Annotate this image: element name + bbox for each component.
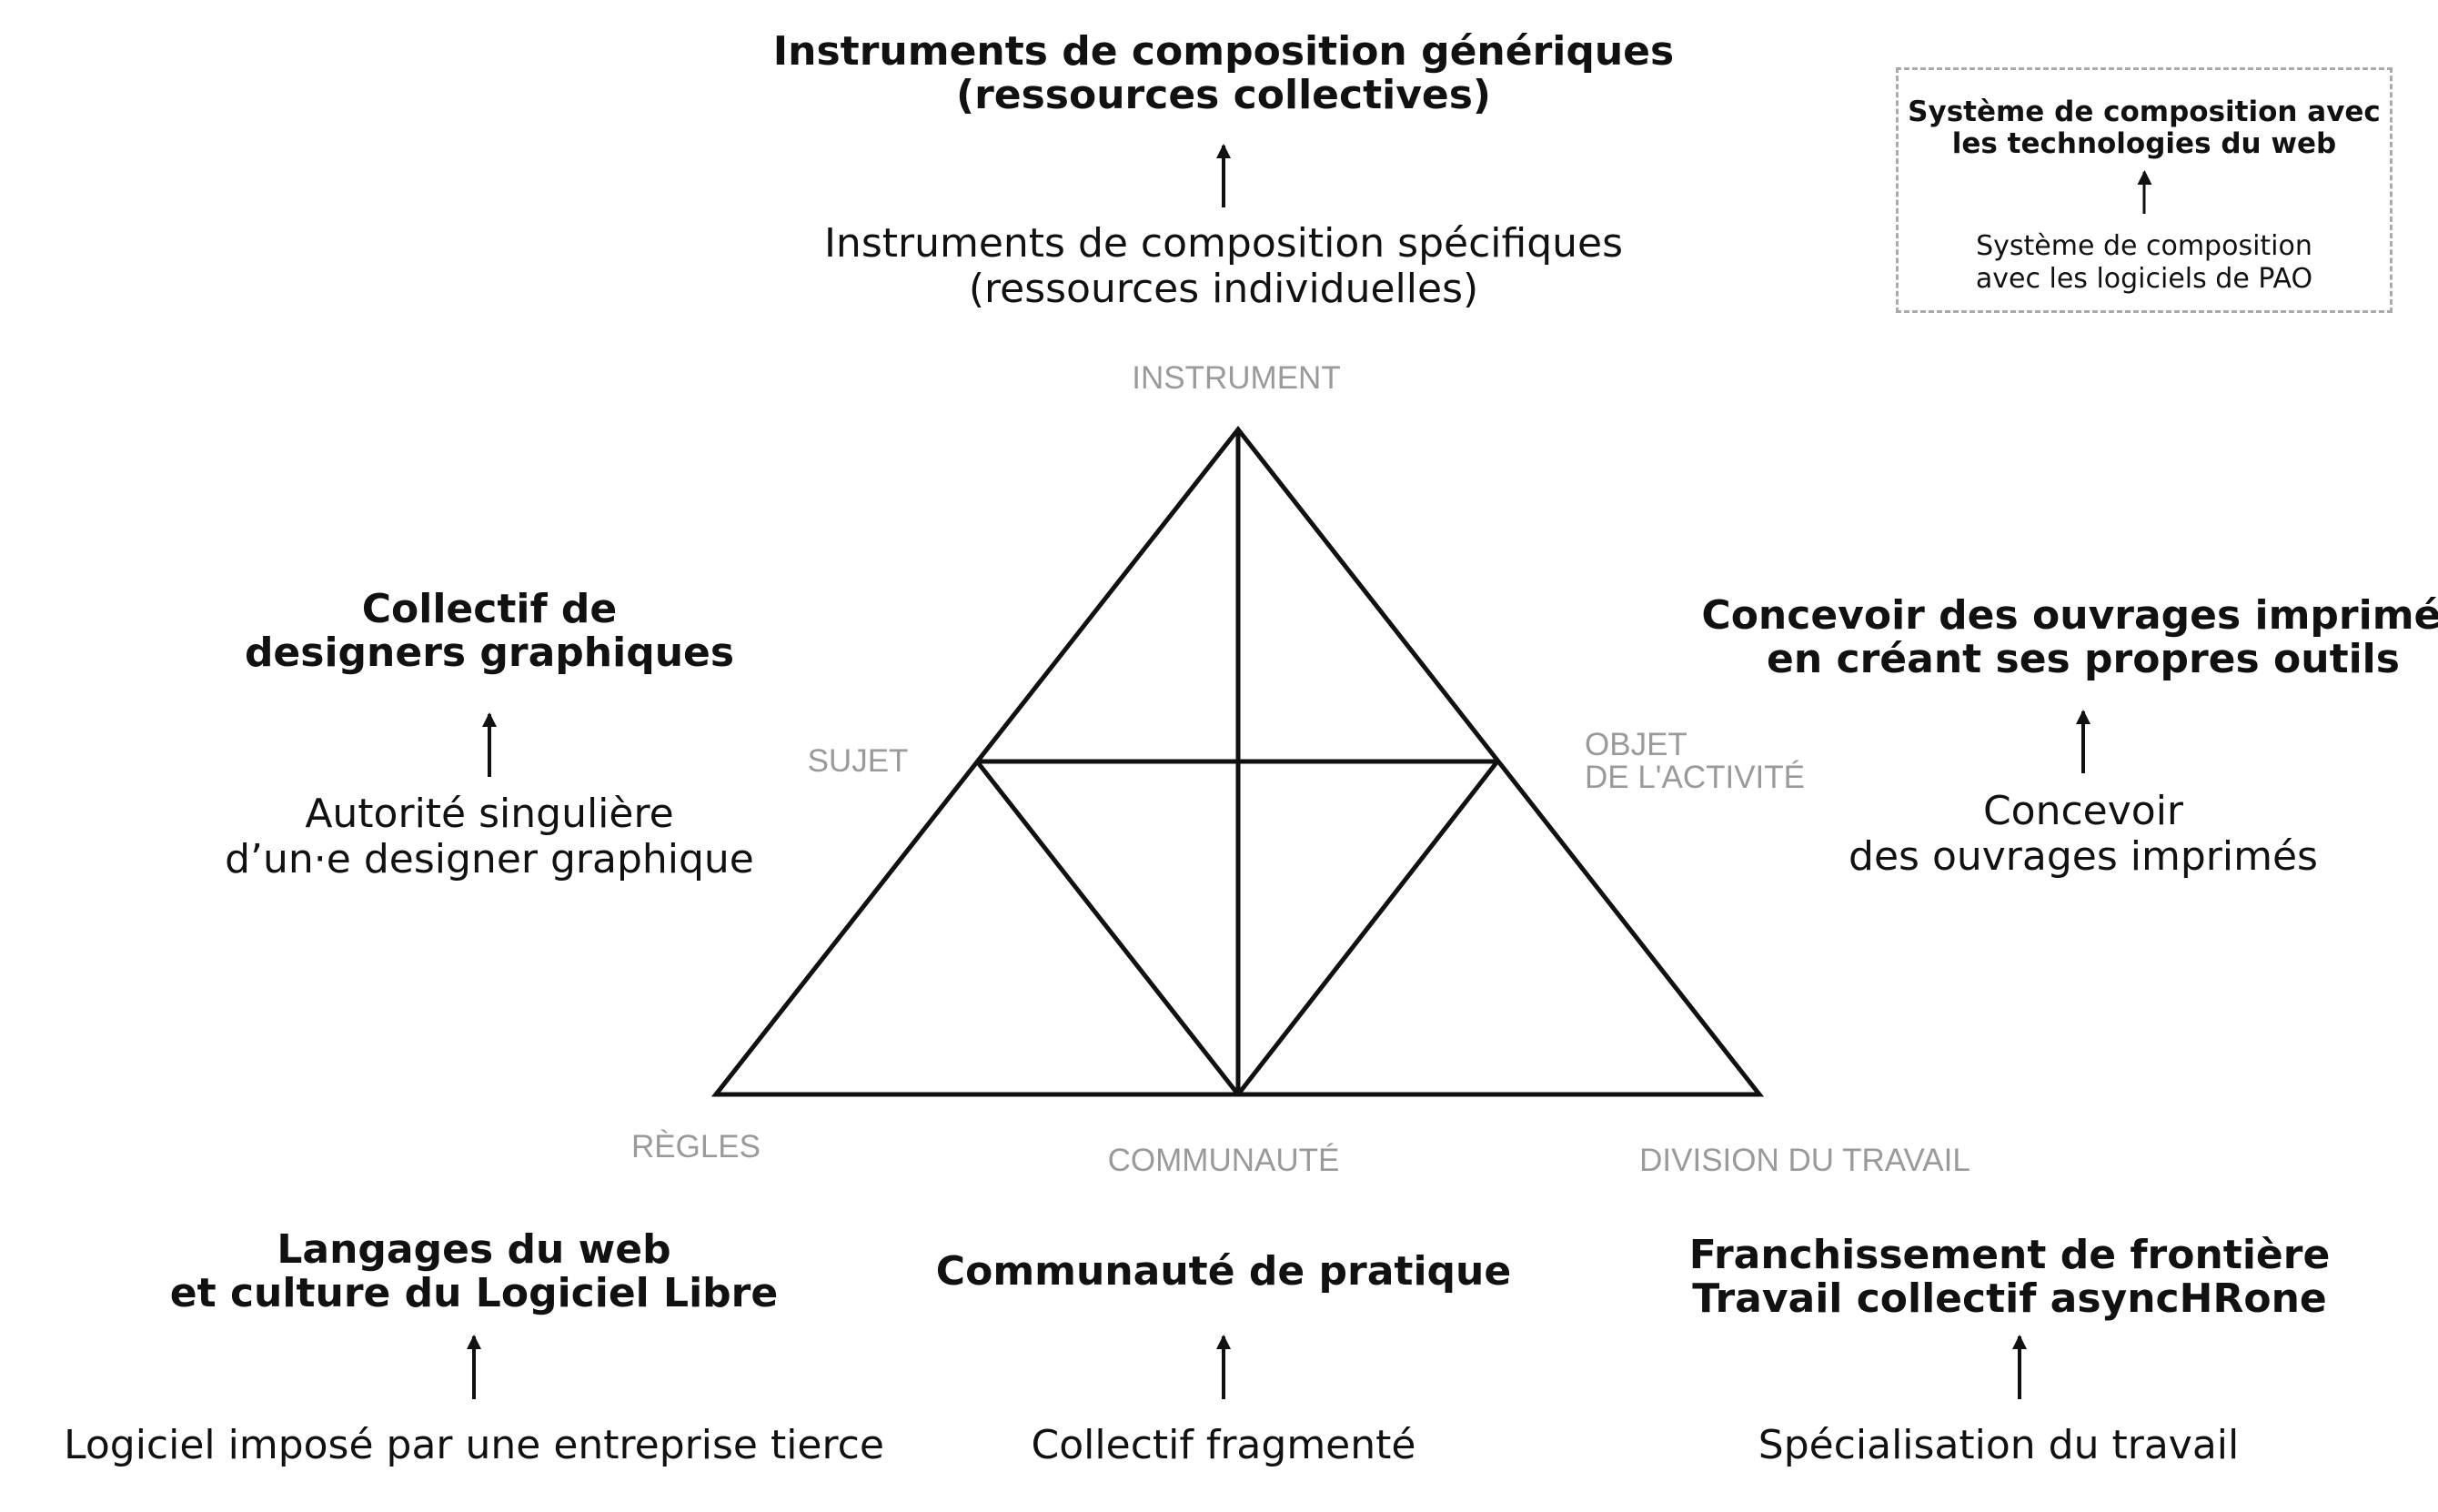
object-target: Concevoir des ouvrages imprimés en créan… [1701,594,2438,681]
rules-source: Logiciel imposé par une entreprise tierc… [64,1423,884,1468]
label-community: COMMUNAUTÉ [1107,1143,1340,1178]
up-arrow-icon [2142,172,2146,214]
up-arrow-icon [472,1336,476,1399]
label-object: OBJET DE L'ACTIVITÉ [1585,729,1805,794]
up-arrow-icon [1222,1336,1225,1399]
text-line: et culture du Logiciel Libre [169,1270,779,1316]
text-line: (ressources individuelles) [968,266,1479,312]
legend-box [1896,67,2393,313]
text-line: Langages du web [277,1226,671,1273]
text-line: Collectif fragmenté [1031,1422,1416,1468]
text-line: Instruments de composition génériques [772,28,1675,75]
inner-right-line [1236,760,1499,1096]
division-source: Spécialisation du travail [1758,1423,2239,1468]
text-line: en créant ses propres outils [1767,636,2400,682]
up-arrow-icon [2018,1336,2021,1399]
rules-target: Langages du web et culture du Logiciel L… [170,1228,778,1315]
instrument-source: Instruments de composition spécifiques (… [824,221,1623,312]
legend-source: Système de composition avec les logiciel… [1976,230,2312,296]
instrument-target: Instruments de composition génériques (r… [773,30,1674,117]
object-source: Concevoir des ouvrages imprimés [1849,789,2318,880]
label-subject: SUJET [807,743,909,779]
text-line: Concevoir [1982,788,2184,834]
text-line: Communauté de pratique [935,1248,1512,1295]
subject-target: Collectif de designers graphiques [245,588,734,675]
community-source: Collectif fragmenté [1032,1423,1416,1468]
text-line: OBJET [1585,727,1687,762]
up-arrow-icon [1222,146,1225,207]
text-line: les technologies du web [1951,127,2337,160]
label-division: DIVISION DU TRAVAIL [1639,1143,1970,1178]
subject-source: Autorité singulière d’un·e designer grap… [225,791,754,882]
text-line: designers graphiques [244,630,735,676]
up-arrow-icon [2081,711,2085,773]
division-target: Franchissement de frontière Travail coll… [1689,1234,2331,1321]
text-line: Franchissement de frontière [1688,1232,2331,1278]
up-arrow-icon [488,714,491,777]
community-target: Communauté de pratique [936,1250,1511,1294]
legend-target: Système de composition avec les technolo… [1908,96,2381,160]
text-line: Collectif de [361,586,618,632]
label-rules: RÈGLES [631,1129,761,1164]
text-line: (ressources collectives) [955,72,1492,118]
text-line: Autorité singulière [305,791,674,837]
text-line: des ouvrages imprimés [1849,833,2318,880]
text-line: Concevoir des ouvrages imprimés [1701,592,2438,639]
text-line: Instruments de composition spécifiques [823,220,1624,267]
label-instrument: INSTRUMENT [1132,360,1341,396]
text-line: Spécialisation du travail [1758,1422,2240,1468]
text-line: d’un·e designer graphique [225,836,754,882]
inner-left-line [975,760,1240,1096]
text-line: Logiciel imposé par une entreprise tierc… [64,1422,884,1468]
text-line: Travail collectif asyncHRone [1692,1275,2327,1322]
text-line: Système de composition [1976,230,2312,262]
text-line: Système de composition avec [1908,96,2381,128]
text-line: avec les logiciels de PAO [1975,263,2313,295]
text-line: DE L'ACTIVITÉ [1585,760,1806,795]
